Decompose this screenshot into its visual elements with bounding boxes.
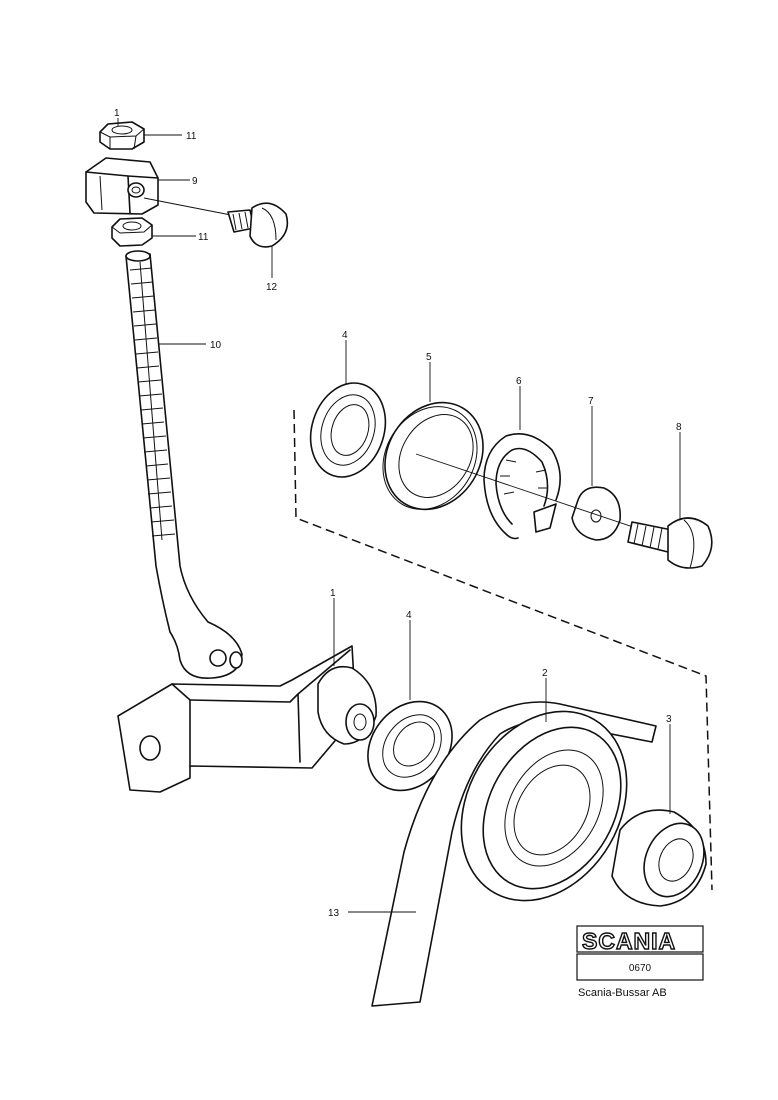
callout-10: 10 xyxy=(210,340,222,351)
outer-ring xyxy=(382,401,484,511)
spacer-washer xyxy=(571,486,621,541)
callout-7: 7 xyxy=(588,396,594,407)
strap xyxy=(371,701,657,1007)
bolt-8 xyxy=(415,453,713,569)
callout-1-top: 1 xyxy=(114,108,120,119)
callout-11-top: 11 xyxy=(186,131,197,142)
brand-logo: SCANIA xyxy=(582,928,676,954)
ball-bearing xyxy=(611,809,707,907)
callout-8: 8 xyxy=(676,422,682,433)
scania-logo-block: SCANIA 0670 Scania-Bussar AB xyxy=(576,925,704,999)
callout-11-lower: 11 xyxy=(198,232,209,243)
company-name: Scania-Bussar AB xyxy=(578,987,667,999)
threaded-rod-arm xyxy=(125,250,243,679)
callout-labels: 1 11 9 11 12 10 4 5 6 7 8 1 4 2 3 13 xyxy=(114,108,682,919)
bearing-housing xyxy=(460,710,628,902)
callout-4-upper: 4 xyxy=(342,330,348,341)
clamp-block xyxy=(85,157,159,215)
callout-5: 5 xyxy=(426,352,432,363)
drawing-code: 0670 xyxy=(629,963,652,974)
retaining-clip xyxy=(483,433,561,540)
nut-top xyxy=(99,121,145,150)
bracket xyxy=(117,645,377,793)
callout-12: 12 xyxy=(266,282,278,293)
callout-9: 9 xyxy=(192,176,198,187)
nut-lower xyxy=(111,217,153,247)
callout-4-lower: 4 xyxy=(406,610,412,621)
callout-13: 13 xyxy=(328,908,340,919)
exploded-view-outline xyxy=(293,409,713,891)
callout-6: 6 xyxy=(516,376,522,387)
bolt-12 xyxy=(143,197,289,248)
leader-lines xyxy=(117,118,681,913)
callout-2: 2 xyxy=(542,668,548,679)
callout-3: 3 xyxy=(666,714,672,725)
callout-1: 1 xyxy=(330,588,336,599)
seal-ring-upper xyxy=(309,382,387,478)
